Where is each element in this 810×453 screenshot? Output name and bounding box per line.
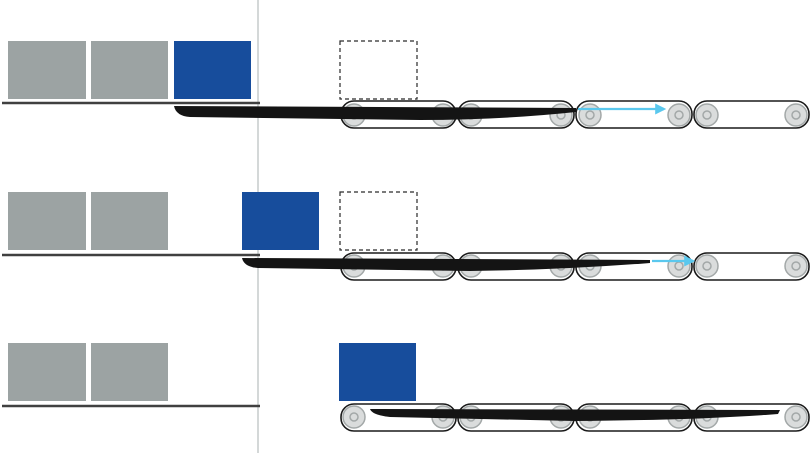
stage-3 [2,343,810,432]
stage-3-pusher-arm [370,409,780,421]
stage-2-pusher-arm [242,258,650,271]
stage-2-active-box [242,192,319,250]
conveyor-roller [784,405,808,429]
stage-1-pusher-arm [174,106,576,120]
conveyor-roller [695,103,719,127]
stage-2-queued-box-1 [8,192,86,250]
stage-3-active-box [339,343,416,401]
stage-1-queued-box-1 [8,41,86,99]
stage-3-queued-box-2 [91,343,168,401]
conveyor-roller [784,103,808,127]
conveyor-roller [784,254,808,278]
conveyor-roller [667,254,691,278]
conveyor-roller [549,103,573,127]
stage-2 [2,191,810,281]
stage-3-queued-box-1 [8,343,86,401]
conveyor-roller [342,405,366,429]
conveyor-roller [695,254,719,278]
stage-1-active-box [174,41,251,99]
stage-1 [2,40,810,129]
conveyor-roller [667,103,691,127]
conveyor-belt-segment [693,100,810,129]
conveyor-belt-segment [693,252,810,281]
conveyor-roller [578,103,602,127]
stage-1-queued-box-2 [91,41,168,99]
stage-2-queued-box-2 [91,192,168,250]
stage-1-target-placeholder [339,40,418,100]
stage-2-target-placeholder [339,191,418,251]
